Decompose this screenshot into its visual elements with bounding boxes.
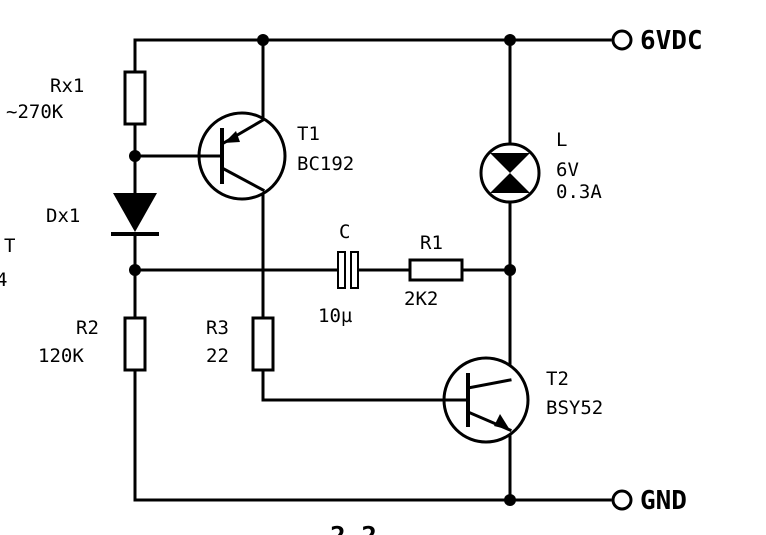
transistor-t1 — [197, 111, 287, 201]
rx1-name: Rx1 — [50, 75, 84, 97]
resistor-r1 — [408, 258, 464, 282]
junction-dot — [504, 264, 516, 276]
resistor-r2 — [123, 316, 147, 372]
resistor-rx1 — [123, 70, 147, 126]
emitter-arrow-icon — [224, 131, 240, 143]
r2-name: R2 — [76, 317, 99, 339]
t2-name: T2 — [546, 368, 569, 390]
junction-dot — [504, 494, 516, 506]
junctions — [129, 34, 516, 506]
capacitor-c — [337, 251, 359, 289]
t2-type: BSY52 — [546, 397, 603, 419]
r1-name: R1 — [420, 232, 443, 254]
t1-name: T1 — [297, 123, 320, 145]
r3-value: 22 — [206, 345, 229, 367]
lamp-name: L — [556, 129, 567, 151]
emitter-arrow-icon — [494, 414, 510, 430]
positive-supply-label: 6VDC — [640, 26, 703, 56]
junction-dot — [504, 34, 516, 46]
lamp-l — [479, 142, 541, 204]
junction-dot — [257, 34, 269, 46]
diode-dx1 — [111, 193, 159, 236]
lamp-voltage: 6V — [556, 159, 579, 181]
r2-value: 120K — [38, 345, 84, 367]
lamp-current: 0.3A — [556, 181, 602, 203]
rx1-value: ~270K — [6, 101, 64, 123]
r3-name: R3 — [206, 317, 229, 339]
resistor-r3 — [251, 316, 275, 372]
positive-terminal — [611, 29, 633, 51]
ground-terminal — [611, 489, 633, 511]
wires — [133, 38, 612, 502]
junction-dot — [129, 150, 141, 162]
figure-caption: 2.2 — [330, 522, 377, 535]
cutoff-digit-4: 4 — [0, 269, 7, 291]
capacitor-name: C — [339, 221, 350, 243]
junction-dot — [129, 264, 141, 276]
ground-label: GND — [640, 486, 687, 516]
transistor-t2 — [442, 356, 530, 444]
cutoff-letter-t: T — [4, 235, 15, 257]
t1-type: BC192 — [297, 153, 354, 175]
capacitor-value: 10µ — [318, 305, 352, 327]
dx1-name: Dx1 — [46, 205, 80, 227]
r1-value: 2K2 — [404, 288, 438, 310]
